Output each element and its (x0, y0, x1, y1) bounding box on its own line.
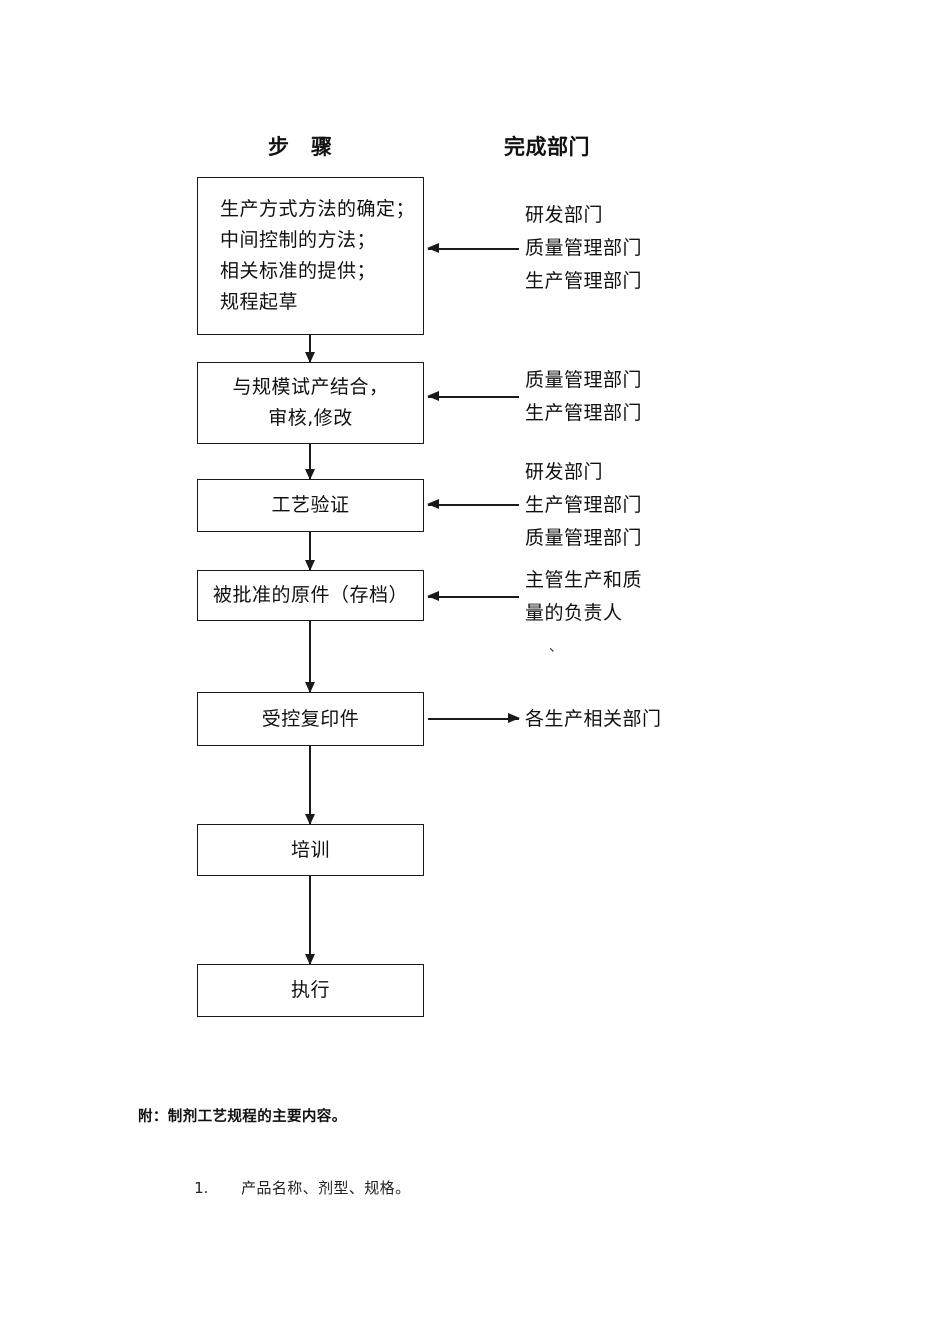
department-group-3: 研发部门 生产管理部门 质量管理部门 (525, 456, 642, 555)
flow-box-line: 规程起草 (220, 291, 299, 313)
flow-box-pilot-review: 与规模试产结合， 审核,修改 (197, 362, 424, 444)
department-label: 质量管理部门 (525, 369, 643, 391)
flow-box-approved-original: 被批准的原件（存档） (197, 570, 424, 621)
arrow-right-icon (508, 713, 520, 724)
flow-box-line: 执行 (290, 979, 330, 1001)
arrow-left-icon (427, 591, 439, 602)
list-item-number: 1. (194, 1179, 209, 1197)
connector-arrow-down (304, 335, 315, 363)
connector-arrow-left (427, 591, 519, 602)
department-label: 量的负责人 (525, 602, 623, 624)
flow-box-line: 中间控制的方法； (220, 229, 377, 251)
connector-arrow-down (304, 876, 315, 965)
arrow-down-icon (304, 814, 315, 825)
flow-box-controlled-copy: 受控复印件 (197, 692, 424, 746)
connector-arrow-left (427, 243, 519, 254)
flow-box-process-validation: 工艺验证 (197, 479, 424, 532)
connector-arrow-down (304, 444, 315, 480)
list-item-text: 产品名称、剂型、规格。 (241, 1179, 411, 1197)
connector-arrow-down (304, 746, 315, 825)
flow-box-line: 相关标准的提供； (220, 260, 377, 282)
department-group-4: 主管生产和质 量的负责人 (525, 564, 642, 630)
flow-box-line: 受控复印件 (261, 707, 360, 730)
column-header-steps: 步 骤 (268, 135, 333, 159)
flow-box-line: 培训 (290, 838, 330, 861)
connector-arrow-down (304, 532, 315, 571)
arrow-down-icon (304, 954, 315, 965)
stray-punctuation-mark: 、 (549, 639, 563, 655)
department-label: 研发部门 (525, 461, 604, 483)
column-header-department: 完成部门 (504, 135, 590, 159)
department-label: 研发部门 (525, 204, 604, 226)
department-group-5: 各生产相关部门 (525, 703, 662, 736)
flow-box-training: 培训 (197, 824, 424, 876)
arrow-down-icon (304, 469, 315, 480)
arrow-down-icon (304, 560, 315, 571)
appendix-heading: 附：制剂工艺规程的主要内容。 (138, 1109, 347, 1125)
connector-arrow-right (428, 713, 520, 724)
arrow-left-icon (427, 499, 439, 510)
arrow-left-icon (427, 243, 439, 254)
department-label: 各生产相关部门 (525, 708, 662, 730)
department-label: 生产管理部门 (525, 494, 643, 516)
flow-box-production-method: 生产方式方法的确定； 中间控制的方法； 相关标准的提供； 规程起草 (197, 177, 424, 335)
flow-box-line: 工艺验证 (271, 494, 350, 516)
flow-box-line: 被批准的原件（存档） (212, 584, 408, 606)
department-label: 质量管理部门 (525, 527, 643, 549)
arrow-down-icon (304, 352, 315, 363)
arrow-left-icon (427, 391, 439, 402)
department-label: 质量管理部门 (525, 237, 643, 259)
arrow-down-icon (304, 682, 315, 693)
connector-arrow-down (304, 621, 315, 693)
department-label: 主管生产和质 (525, 569, 643, 591)
department-label: 生产管理部门 (525, 270, 643, 292)
flow-box-line: 审核,修改 (268, 407, 353, 429)
department-label: 生产管理部门 (525, 402, 643, 424)
department-group-1: 研发部门 质量管理部门 生产管理部门 (525, 199, 642, 298)
flow-box-line: 生产方式方法的确定； (220, 198, 416, 220)
flow-box-line: 与规模试产结合， (232, 376, 389, 398)
connector-arrow-left (427, 391, 519, 402)
flow-box-execution: 执行 (197, 964, 424, 1017)
department-group-2: 质量管理部门 生产管理部门 (525, 364, 642, 430)
connector-arrow-left (427, 499, 519, 510)
appendix-list-item: 1. 产品名称、剂型、规格。 (175, 1159, 410, 1216)
